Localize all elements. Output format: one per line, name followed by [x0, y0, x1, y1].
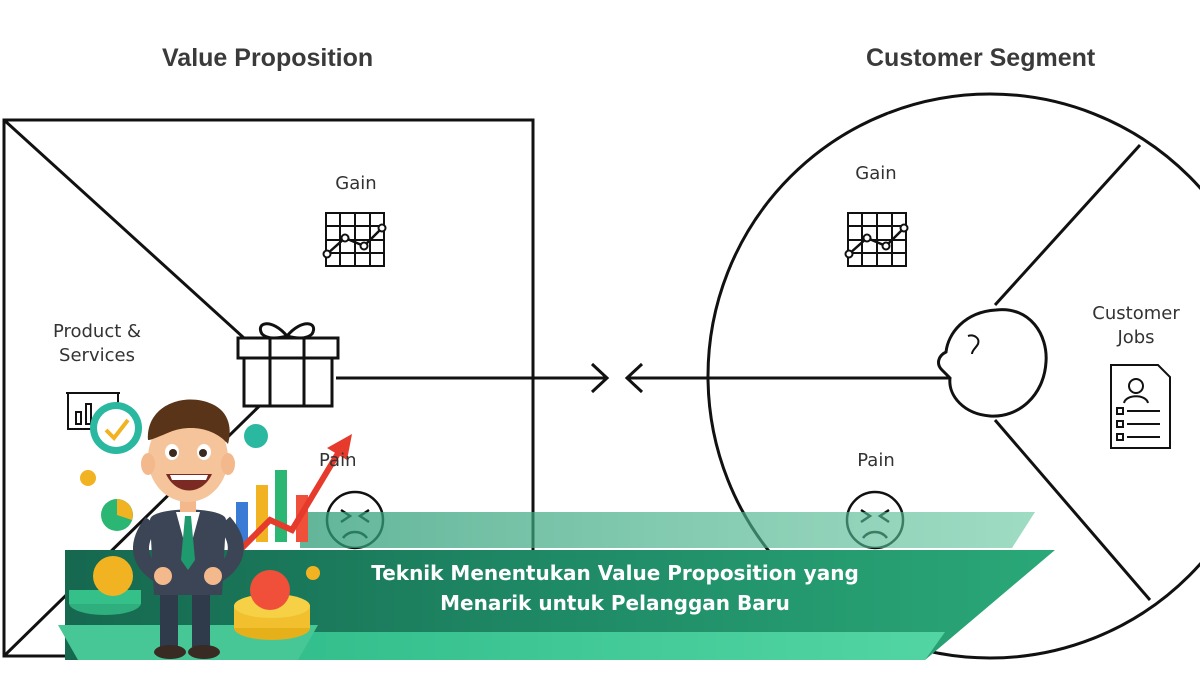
gift-icon — [236, 322, 340, 408]
customer-head-icon — [937, 308, 1048, 418]
cs-pain-label: Pain — [857, 450, 895, 471]
fit-arrows — [336, 362, 950, 394]
banner-title-line2: Menarik untuk Pelanggan Baru — [440, 591, 790, 615]
businessman-illustration — [58, 399, 352, 660]
value-proposition-title: Value Proposition — [162, 44, 374, 72]
customer-jobs-label: Customer Jobs — [1076, 302, 1196, 350]
banner-title-line1: Teknik Menentukan Value Proposition yang — [371, 561, 859, 585]
job-document-icon — [1110, 364, 1171, 449]
vp-pain-label: Pain — [319, 450, 357, 471]
customer-jobs-label-line1: Customer — [1092, 303, 1180, 324]
banner-title: Teknik Menentukan Value Proposition yang… — [330, 558, 900, 618]
vp-gain-label: Gain — [335, 173, 377, 194]
customer-segment-circle — [706, 92, 1200, 660]
products-services-label: Product & Services — [30, 320, 164, 368]
products-services-label-line1: Product & — [52, 321, 142, 342]
products-services-label-line2: Services — [59, 345, 135, 366]
growth-chart-icon — [322, 212, 387, 267]
customer-segment-title: Customer Segment — [866, 44, 1096, 72]
customer-jobs-label-line2: Jobs — [1117, 327, 1155, 348]
growth-chart-icon — [844, 212, 909, 267]
cs-gain-label: Gain — [855, 163, 897, 184]
